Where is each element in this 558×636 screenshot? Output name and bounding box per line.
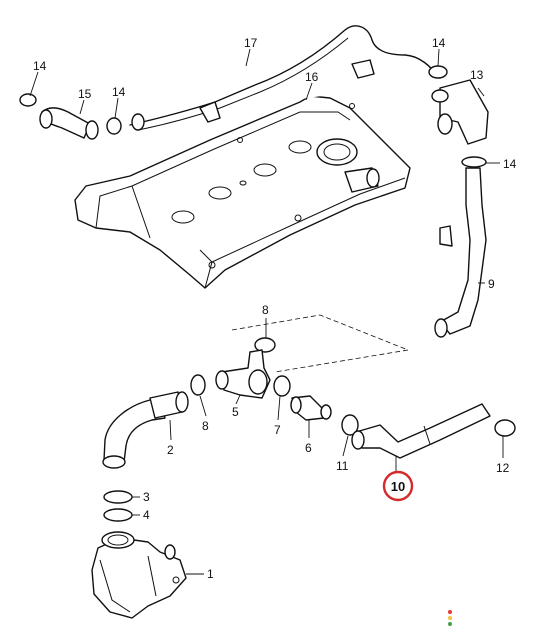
status-dot-green — [448, 622, 452, 626]
callout-2: 2 — [167, 443, 174, 457]
highlighted-callout-10: 10 — [382, 470, 414, 502]
callout-numbers: 14 15 14 17 16 14 13 14 9 8 2 8 5 7 6 11… — [33, 36, 517, 581]
callout-1: 1 — [207, 567, 214, 581]
o-ring-3 — [103, 490, 133, 504]
callout-14c: 14 — [432, 36, 446, 50]
status-dot-yellow — [448, 616, 452, 620]
callout-14a: 14 — [33, 59, 47, 73]
callout-9: 9 — [488, 277, 495, 291]
callout-4: 4 — [143, 508, 150, 522]
clamp-7 — [273, 375, 291, 397]
callout-12: 12 — [496, 461, 510, 475]
callout-10: 10 — [391, 479, 405, 494]
cylinder-head-cover — [74, 95, 411, 289]
clamp-11 — [341, 414, 359, 436]
callout-6: 6 — [305, 441, 312, 455]
t-piece-5 — [215, 349, 271, 399]
callout-15: 15 — [78, 87, 92, 101]
callout-3: 3 — [143, 490, 150, 504]
callout-13: 13 — [470, 68, 484, 82]
status-indicator — [448, 610, 452, 626]
highlight-ring — [382, 470, 414, 502]
callout-8b: 8 — [202, 419, 209, 433]
hose-2 — [102, 391, 189, 469]
breather-hose — [129, 25, 441, 131]
callout-16: 16 — [305, 70, 319, 84]
clamp-8a — [190, 374, 206, 396]
leader-lines — [29, 48, 504, 575]
status-dot-red — [448, 610, 452, 614]
callout-17: 17 — [244, 36, 258, 50]
clamp-8b — [254, 337, 276, 353]
o-ring-4 — [103, 508, 133, 522]
hose-10 — [351, 403, 491, 459]
callout-14d: 14 — [503, 157, 517, 171]
dashed-connection — [231, 314, 410, 373]
callout-11: 11 — [336, 459, 349, 473]
hose-9 — [434, 156, 487, 338]
callout-14b: 14 — [112, 85, 126, 99]
callout-8a: 8 — [262, 303, 269, 317]
valve-housing-1 — [91, 531, 187, 619]
clamp-12 — [494, 419, 516, 437]
valve-6 — [290, 395, 332, 421]
hose-15 — [19, 93, 122, 140]
connector-13 — [428, 65, 489, 145]
callout-5: 5 — [232, 405, 239, 419]
callout-7: 7 — [274, 423, 281, 437]
